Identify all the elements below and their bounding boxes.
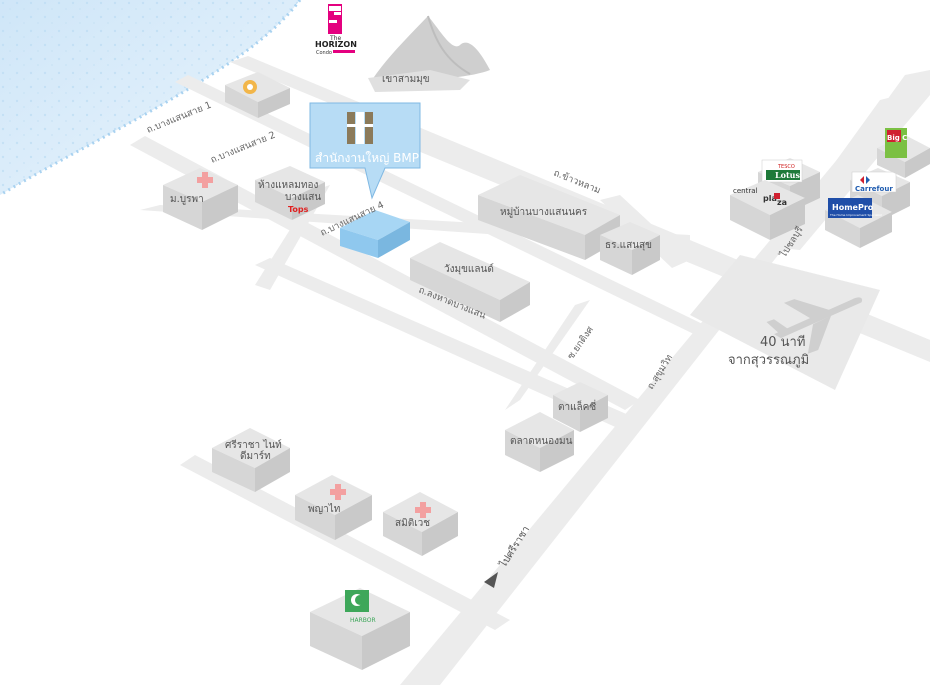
central-pla: pla <box>763 194 777 203</box>
laemthong-label: ห้างแหลมทอง <box>258 179 318 191</box>
horizon-logo: The HORIZON Condo <box>315 4 357 56</box>
block-bmp-office[interactable] <box>340 210 410 258</box>
tops-logo: Tops <box>288 205 309 214</box>
block-laemthong: ห้างแหลมทอง บางแสน Tops <box>255 166 325 220</box>
phyathai-label: พญาไท <box>308 503 340 515</box>
hospital-cross-icon <box>330 484 346 500</box>
block-village: หมู่บ้านบางแสนนคร <box>478 175 620 260</box>
sriracha-night-label: ศรีราชา ไนท์ <box>225 439 282 451</box>
block-galaxy: ตาแล็คซี่ <box>553 382 608 432</box>
horizon-name: HORIZON <box>315 40 357 49</box>
lotus-label: Lotus <box>775 170 800 180</box>
block-sriracha-night: ศรีราชา ไนท์ ดีมาร์ท <box>212 428 290 492</box>
nongmon-label: ตลาดหนองมน <box>510 436 573 447</box>
bigc-label: Big C <box>887 134 907 142</box>
harbor-label: HARBOR <box>350 617 376 624</box>
block-nongmon-market: ตลาดหนองมน <box>505 412 574 472</box>
bmp-callout[interactable]: สำนักงานใหญ่ BMP <box>309 102 421 200</box>
block-school: ธร.แสนสุข <box>600 222 660 275</box>
road-soi: ซ.ยกติงศ <box>565 325 596 362</box>
block-phyathai: พญาไท <box>295 475 372 540</box>
tesco-top: TESCO <box>777 164 795 170</box>
sriracha-night-sub: ดีมาร์ท <box>240 450 271 462</box>
horizon-condo: Condo <box>316 50 332 56</box>
airport-from: จากสุวรรณภูมิ <box>728 353 809 368</box>
airport-area <box>690 255 880 390</box>
carrefour-label: Carrefour <box>855 185 893 193</box>
khao-sam-muk-mountain: เขาสามมุข <box>368 15 490 92</box>
block-harbor: HARBOR <box>310 588 410 670</box>
airplane-icon <box>766 297 863 354</box>
wang-mukda-label: วังมุขแลนด์ <box>444 263 494 275</box>
sea <box>0 0 302 197</box>
direction-arrow-icon <box>484 572 498 588</box>
airport-time: 40 นาที <box>760 334 805 350</box>
block-samitivej: สมิติเวช <box>383 492 458 556</box>
khao-sam-muk-label: เขาสามมุข <box>382 74 430 85</box>
homepro-label: HomePro <box>832 203 874 212</box>
road-bangsaen-2: ถ.บางแสนสาย 2 <box>209 130 277 166</box>
buu-label: ม.บูรพา <box>170 194 204 205</box>
bmp-logo-icon <box>347 112 373 144</box>
block-buu: ม.บูรพา <box>163 168 238 230</box>
harbor-logo-icon <box>345 590 369 612</box>
samitivej-label: สมิติเวช <box>395 518 430 529</box>
block-wang-mukda: วังมุขแลนด์ <box>410 242 530 322</box>
galaxy-label: ตาแล็คซี่ <box>558 399 596 413</box>
central-label: central <box>733 187 758 195</box>
school-label: ธร.แสนสุข <box>605 240 652 251</box>
laemthong-sub: บางแสน <box>285 192 321 203</box>
block-central-plaza: central pla za <box>730 180 805 240</box>
hospital-cross-icon <box>415 502 431 518</box>
village-label: หมู่บ้านบางแสนนคร <box>500 206 588 218</box>
block-homepro: HomePro The Home Improvement Specialist <box>825 195 892 248</box>
central-za: za <box>777 198 787 207</box>
block-bigc: Big C <box>877 128 930 178</box>
hospital-cross-icon <box>197 172 213 188</box>
homepro-sub: The Home Improvement Specialist <box>829 213 883 217</box>
block-temple <box>225 72 290 118</box>
horizon-the: The <box>329 35 341 42</box>
bmp-office-label: สำนักงานใหญ่ BMP <box>315 151 419 165</box>
